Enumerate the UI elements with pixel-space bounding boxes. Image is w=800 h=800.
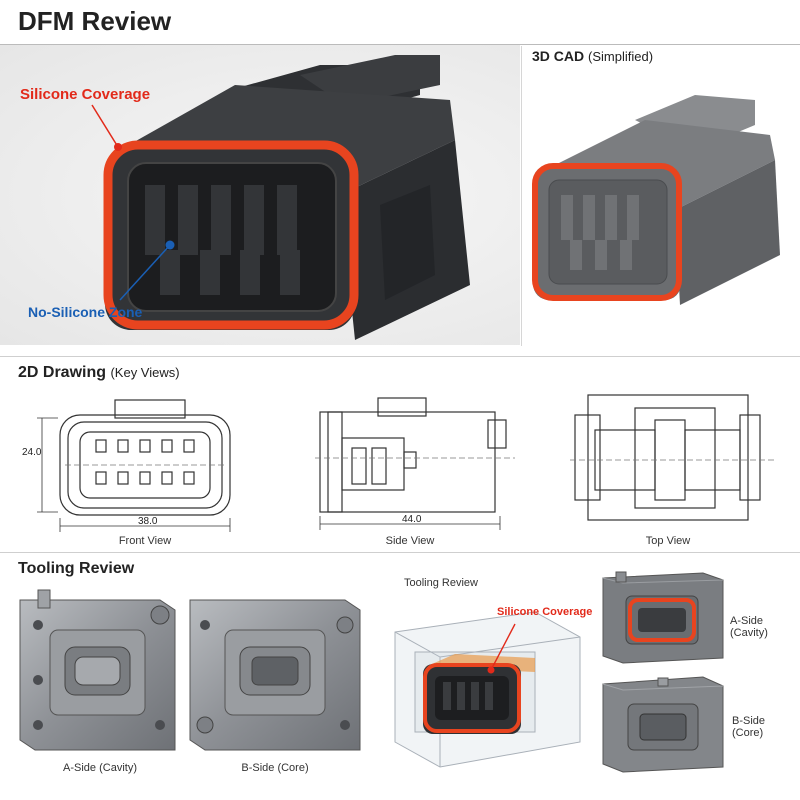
- cad-silicone-seal: [532, 163, 682, 301]
- mold-b-side: [189, 599, 361, 751]
- cad-title: 3D CAD (Simplified): [532, 48, 654, 64]
- side-view-drawing: [315, 397, 515, 530]
- front-view-width-dim: 38.0: [138, 516, 158, 527]
- photo-body-top: [120, 85, 455, 195]
- drawing-title: 2D Drawing (Key Views): [18, 364, 180, 381]
- header-divider: [0, 44, 800, 45]
- cad-model: [532, 95, 780, 305]
- small-b-side-block: [602, 676, 724, 773]
- silicone-coverage-callout: Silicone Coverage: [20, 86, 151, 103]
- mold-a-side: [19, 589, 176, 751]
- photo-silicone-seal: [103, 140, 359, 330]
- front-view-height-dim: 24.0: [22, 447, 42, 458]
- side-view-width-dim: 44.0: [402, 514, 422, 525]
- render-silicone-callout: Silicone Coverage: [497, 606, 593, 618]
- top-view-drawing: [570, 394, 775, 521]
- mold-b-caption: B-Side (Core): [241, 762, 309, 774]
- top-view-caption: Top View: [645, 535, 691, 547]
- tooling-divider: [0, 552, 800, 553]
- front-view-caption: Front View: [118, 535, 172, 547]
- render-title: Tooling Review: [404, 577, 478, 589]
- tooling-title: Tooling Review: [18, 560, 135, 577]
- page-title: DFM Review: [18, 6, 172, 36]
- small-a-side-block: [602, 571, 724, 664]
- small-a-label: A-Side(Cavity): [730, 615, 768, 639]
- side-view-caption: Side View: [385, 535, 435, 547]
- connector-photo: [91, 55, 470, 340]
- mold-a-caption: A-Side (Cavity): [63, 762, 137, 774]
- no-silicone-zone-callout: No-Silicone Zone: [28, 304, 143, 320]
- tooling-render: [394, 611, 581, 768]
- small-b-label: B-Side(Core): [732, 715, 766, 739]
- top-panel-divider: [521, 46, 522, 346]
- render-silicone-seal: [423, 663, 521, 733]
- front-view-drawing: [37, 399, 231, 532]
- drawing-divider: [0, 356, 800, 357]
